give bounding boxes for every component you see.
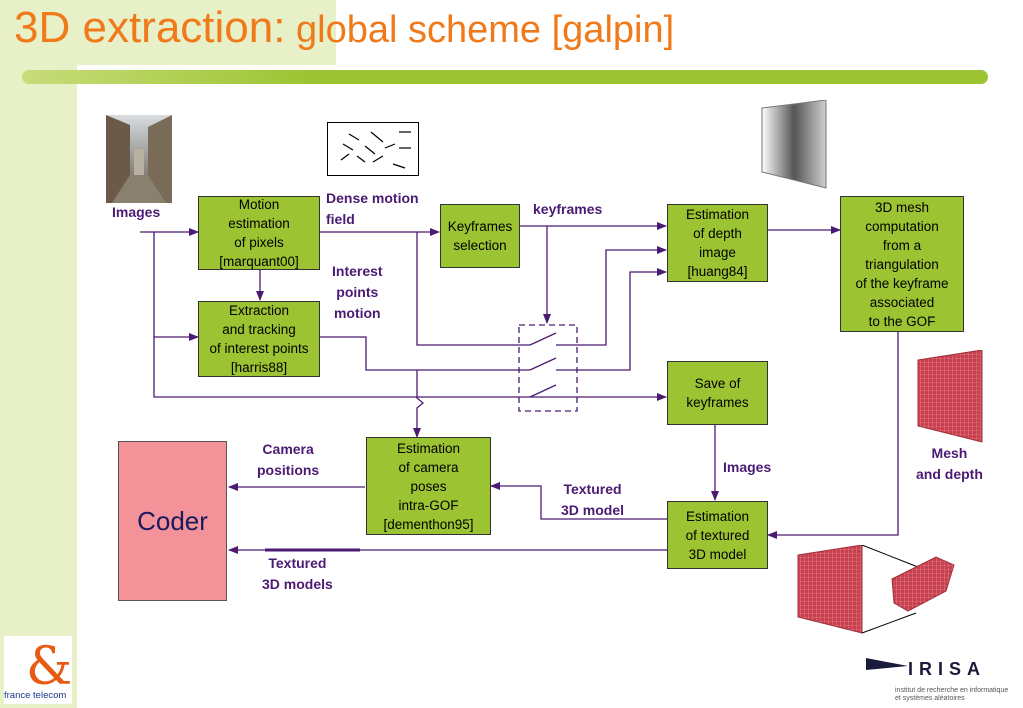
textured-3d-models-label: Textured 3D models (262, 555, 333, 592)
title-sub: global scheme [galpin] (285, 9, 675, 51)
images-input-label: Images (112, 204, 161, 220)
mesh-computation-box: 3D mesh computation from a triangulation… (840, 196, 964, 332)
interest-points-motion-label: Interest points motion (332, 263, 383, 321)
irisa-logo-mark (866, 658, 908, 670)
textured-3d-model-illustration (797, 545, 955, 634)
coder-box: Coder (118, 441, 227, 601)
dense-motion-label: Dense motion field (326, 190, 419, 227)
mesh-and-depth-label: Mesh and depth (916, 445, 983, 482)
depth-image-thumbnail (761, 100, 827, 189)
title-background (0, 0, 336, 65)
france-telecom-text: france telecom (4, 690, 67, 701)
title-underline-bar (22, 70, 988, 84)
sidebar-decoration (0, 0, 77, 708)
textured-model-estimation-box: Estimation of textured 3D model (667, 501, 768, 569)
keyframes-selection-box: Keyframes selection (440, 204, 520, 268)
textured-3d-model-label: Textured 3D model (561, 481, 625, 518)
mesh-depth-thumbnail (917, 350, 983, 443)
france-telecom-logo: & (4, 636, 72, 704)
slide-title: 3D extraction: global scheme [galpin] (14, 6, 674, 50)
keyframes-label: keyframes (533, 201, 603, 217)
camera-positions-label: Camera positions (257, 441, 320, 478)
title-main: 3D extraction: (14, 3, 286, 52)
images-down-label: Images (723, 459, 772, 475)
extraction-tracking-box: Extraction and tracking of interest poin… (198, 301, 320, 377)
motion-estimation-box: Motion estimation of pixels [marquant00] (198, 196, 320, 270)
depth-estimation-box: Estimation of depth image [huang84] (667, 204, 768, 282)
street-image-thumbnail (106, 115, 172, 203)
irisa-subtitle: institut de recherche en informatique et… (895, 687, 1009, 702)
camera-pose-estimation-box: Estimation of camera poses intra-GOF [de… (366, 437, 491, 535)
svg-text:&: & (26, 637, 72, 697)
irisa-logo-text: IRISA (908, 659, 987, 679)
motion-field-icon (327, 122, 419, 176)
save-keyframes-box: Save of keyframes (667, 361, 768, 425)
